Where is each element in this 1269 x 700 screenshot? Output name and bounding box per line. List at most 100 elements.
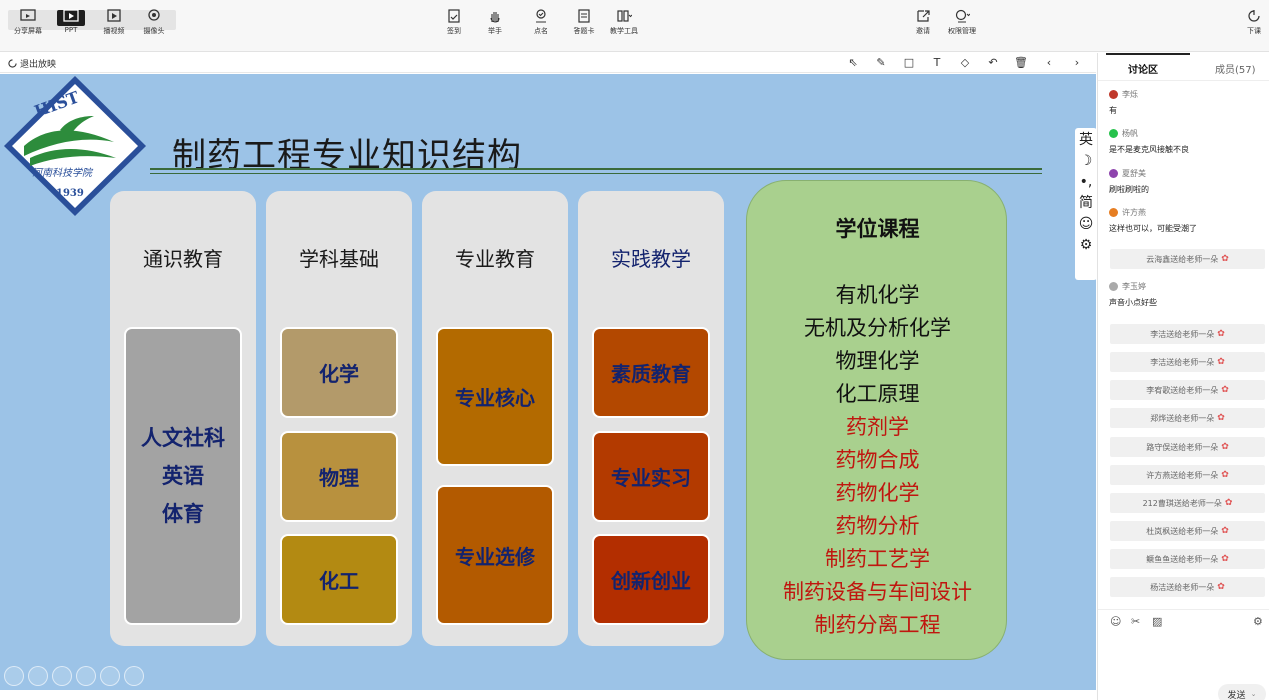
degree-course-core: 制药分离工程 bbox=[814, 613, 941, 637]
bottom-status-bar bbox=[0, 690, 1096, 700]
eraser-icon[interactable]: ◇ bbox=[960, 55, 970, 69]
thumbnail-icon[interactable] bbox=[76, 666, 96, 686]
gift-notice: 云海鑫送给老师一朵✿ bbox=[1110, 249, 1265, 269]
title-rule bbox=[150, 168, 1042, 170]
gift-notice: 杨洁送给老师一朵✿ bbox=[1110, 577, 1265, 597]
ppt-icon bbox=[63, 9, 79, 22]
ime-punctuation-toggle[interactable]: •, bbox=[1079, 174, 1093, 190]
hand-icon bbox=[490, 12, 500, 23]
flower-icon: ✿ bbox=[1221, 385, 1229, 395]
teaching-tools-button[interactable]: 教学工具 bbox=[610, 10, 638, 36]
chat-message: 夏舒美 刷啦刷啦的 bbox=[1109, 169, 1149, 194]
svg-text:河南科技学院: 河南科技学院 bbox=[32, 167, 94, 179]
column-head: 专业教育 bbox=[455, 247, 535, 271]
tab-discussion[interactable]: 讨论区 bbox=[1128, 65, 1158, 76]
column-subject-foundation: 学科基础 化学 物理 化工 bbox=[266, 191, 412, 646]
tab-members[interactable]: 成员(57) bbox=[1215, 65, 1256, 76]
school-logo: HIST 河南科技学院 1939 bbox=[4, 76, 146, 216]
trash-icon[interactable]: 🗑 bbox=[1014, 55, 1028, 69]
settings-icon[interactable]: ⚙ bbox=[1253, 615, 1263, 628]
flower-icon: ✿ bbox=[1217, 582, 1225, 592]
exit-slideshow-button[interactable]: 退出放映 bbox=[8, 57, 56, 70]
column-practice-teaching: 实践教学 素质教育 专业实习 创新创业 bbox=[578, 191, 724, 646]
degree-course: 有机化学 bbox=[835, 283, 920, 307]
play-video-button[interactable]: 播视频 bbox=[100, 9, 128, 36]
checkin-button[interactable]: 签到 bbox=[440, 9, 468, 36]
gift-notice: 李洁送给老师一朵✿ bbox=[1110, 324, 1265, 344]
pointer-icon[interactable]: ⇖ bbox=[848, 55, 858, 69]
video-play-icon bbox=[107, 9, 121, 22]
slide-nav-controls bbox=[4, 666, 144, 686]
emoji-icon[interactable]: ☺ bbox=[1110, 615, 1122, 628]
degree-course: 无机及分析化学 bbox=[804, 316, 951, 340]
flower-icon: ✿ bbox=[1221, 470, 1229, 480]
box-innovation: 创新创业 bbox=[592, 534, 710, 625]
rollcall-button[interactable]: 点名 bbox=[527, 9, 555, 36]
degree-course: 物理化学 bbox=[835, 349, 920, 373]
pen-tool-icon[interactable] bbox=[52, 666, 72, 686]
end-class-button[interactable]: 下课 bbox=[1240, 10, 1268, 36]
ime-english-toggle[interactable]: 英 bbox=[1079, 132, 1093, 148]
image-icon[interactable]: ▨ bbox=[1152, 615, 1163, 628]
ime-moon-icon[interactable]: ☽ bbox=[1079, 153, 1093, 169]
source-switcher bbox=[8, 10, 176, 30]
zoom-icon[interactable] bbox=[100, 666, 120, 686]
degree-course-core: 制药工艺学 bbox=[825, 547, 930, 571]
gift-notice: 212曹琪送给老师一朵✿ bbox=[1110, 493, 1265, 513]
camera-icon bbox=[148, 9, 160, 21]
avatar bbox=[1109, 90, 1118, 99]
invite-button[interactable]: 邀请 bbox=[909, 10, 937, 36]
flower-icon: ✿ bbox=[1217, 329, 1225, 339]
panel-tabs: 讨论区 成员(57) bbox=[1098, 53, 1269, 81]
avatar bbox=[1109, 129, 1118, 138]
pen-icon[interactable]: ✎ bbox=[876, 55, 886, 69]
svg-text:1939: 1939 bbox=[56, 188, 84, 199]
chat-message: 许方燕 这样也可以，可能受潮了 bbox=[1109, 208, 1197, 233]
flower-icon: ✿ bbox=[1217, 413, 1225, 423]
more-icon[interactable] bbox=[124, 666, 144, 686]
gift-notice: 李洁送给老师一朵✿ bbox=[1110, 352, 1265, 372]
shape-icon[interactable]: □ bbox=[903, 55, 915, 69]
checkin-icon bbox=[448, 9, 460, 23]
degree-title: 学位课程 bbox=[835, 217, 920, 241]
ppt-button[interactable]: PPT bbox=[57, 9, 85, 34]
degree-course: 化工原理 bbox=[835, 382, 920, 406]
drawing-tools: ⇖ ✎ □ T ◇ ↶ 🗑 ‹ › bbox=[846, 55, 1084, 69]
degree-course-core: 制药设备与车间设计 bbox=[783, 580, 972, 604]
answer-card-button[interactable]: 答题卡 bbox=[570, 9, 598, 36]
ime-emoji-icon[interactable]: ☺ bbox=[1078, 216, 1094, 232]
answer-card-icon bbox=[578, 9, 590, 23]
permission-button[interactable]: 权限管理 bbox=[948, 9, 976, 36]
chat-message: 李烁 有 bbox=[1109, 90, 1138, 115]
box-internship: 专业实习 bbox=[592, 431, 710, 522]
degree-course-core: 药物化学 bbox=[835, 481, 920, 505]
chat-message: 李玉婷 声音小点好些 bbox=[1109, 282, 1157, 307]
title-rule-thin bbox=[150, 173, 1042, 174]
box-elective: 专业选修 bbox=[436, 485, 554, 625]
gift-notice: 鳜鱼鱼送给老师一朵✿ bbox=[1110, 549, 1265, 569]
degree-course-core: 药物合成 bbox=[835, 448, 920, 472]
undo-icon[interactable]: ↶ bbox=[988, 55, 998, 69]
share-screen-button[interactable]: 分享屏幕 bbox=[14, 9, 42, 36]
box-physics: 物理 bbox=[280, 431, 398, 522]
flower-icon: ✿ bbox=[1224, 498, 1233, 508]
next-slide-icon[interactable] bbox=[28, 666, 48, 686]
flower-icon: ✿ bbox=[1217, 357, 1225, 367]
ime-settings-icon[interactable]: ⚙ bbox=[1079, 237, 1093, 253]
box-quality: 素质教育 bbox=[592, 327, 710, 418]
ime-simplified-toggle[interactable]: 简 bbox=[1079, 195, 1093, 211]
prev-slide-icon[interactable] bbox=[4, 666, 24, 686]
next-page-icon[interactable]: › bbox=[1074, 55, 1080, 69]
camera-button[interactable]: 摄像头 bbox=[140, 9, 168, 36]
prev-page-icon[interactable]: ‹ bbox=[1046, 55, 1052, 69]
raise-hand-button[interactable]: 举手 bbox=[481, 10, 509, 36]
scissors-icon[interactable]: ✂ bbox=[1131, 615, 1141, 628]
text-icon[interactable]: T bbox=[933, 55, 941, 69]
send-button[interactable]: 发送 ⌄ bbox=[1218, 684, 1266, 700]
top-toolbar: 分享屏幕 PPT 播视频 摄像头 签到 举手 点名 答题卡 bbox=[0, 0, 1269, 52]
chat-input-tools: ☺ ✂ ▨ ⚙ bbox=[1098, 609, 1269, 629]
screen-share-icon bbox=[20, 9, 36, 21]
box-general: 人文社科 英语 体育 bbox=[124, 327, 242, 625]
column-head: 实践教学 bbox=[611, 247, 691, 271]
